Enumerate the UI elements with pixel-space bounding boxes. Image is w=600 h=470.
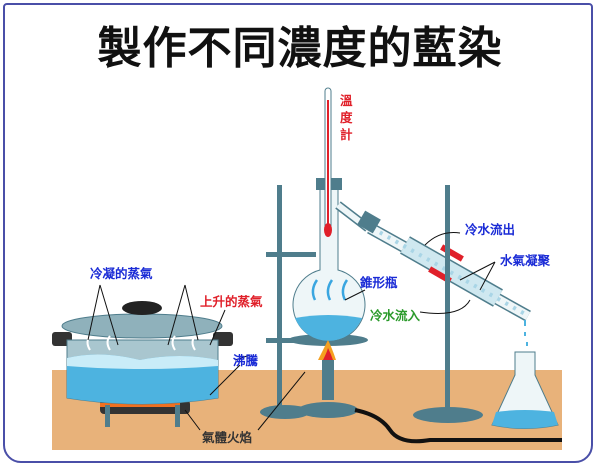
leader-lines bbox=[87, 232, 496, 431]
erlenmeyer-flask bbox=[491, 351, 559, 429]
label-boiling: 沸騰 bbox=[233, 353, 259, 368]
ring-stand-right bbox=[413, 185, 483, 423]
diagram-frame bbox=[3, 3, 593, 463]
bunsen-burner bbox=[298, 340, 562, 444]
label-vapor-condensing: 水氣凝聚 bbox=[500, 253, 551, 268]
page-title: 製作不同濃度的藍染 bbox=[97, 23, 503, 74]
ring-stand-left bbox=[260, 185, 316, 419]
label-thermometer-2: 度 bbox=[340, 110, 353, 125]
label-gas-flame: 氣體火焰 bbox=[202, 430, 252, 445]
label-flask: 錐形瓶 bbox=[360, 275, 398, 290]
cooking-pot bbox=[52, 301, 233, 427]
label-thermometer-3: 計 bbox=[340, 127, 353, 142]
label-cold-water-out: 冷水流出 bbox=[465, 222, 515, 237]
thermometer bbox=[324, 87, 332, 237]
label-cold-water-in: 冷水流入 bbox=[370, 308, 421, 323]
label-rising-vapor: 上升的蒸氣 bbox=[200, 294, 263, 309]
label-condensed-vapor: 冷凝的蒸氣 bbox=[90, 266, 153, 281]
label-thermometer-1: 溫 bbox=[340, 93, 353, 108]
